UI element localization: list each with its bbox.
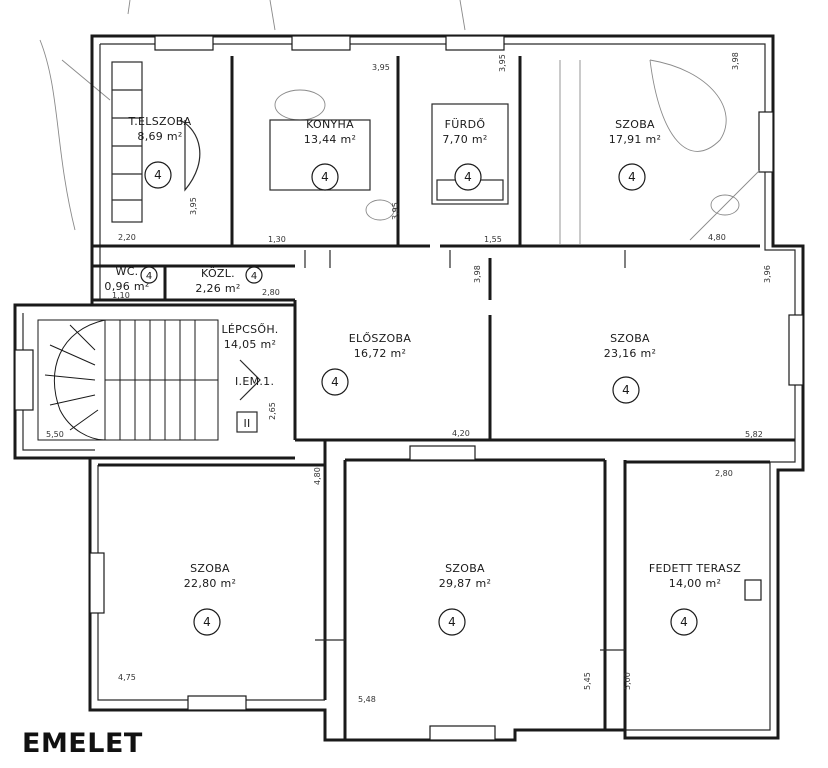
room-mark-number: 4 [146, 271, 152, 282]
room-area: 0,96 m² [104, 280, 149, 293]
dimension-label: 2,80 [715, 469, 733, 478]
room-mark-circle [193, 608, 221, 636]
dimension-label: 4,20 [452, 429, 470, 438]
room-mark-number: 4 [331, 375, 339, 389]
room-name: T.ELSZOBA [128, 115, 192, 128]
dimension-label: 5,45 [583, 672, 592, 690]
room-mark-number: 4 [321, 170, 329, 184]
room-mark-circle [612, 376, 640, 404]
room-area: 8,69 m² [137, 130, 182, 143]
room-name: SZOBA [445, 562, 485, 575]
dimension-label: 1,55 [484, 235, 502, 244]
dimension-label: 2,65 [268, 402, 277, 420]
dimension-label: 3,95 [391, 202, 400, 220]
floor-label: EMELET [22, 728, 143, 759]
room-mark-circle [454, 163, 482, 191]
room-mark-circle [144, 161, 172, 189]
room-mark-circle [140, 266, 158, 284]
room-area: 14,00 m² [669, 577, 722, 590]
room-mark-number: 4 [464, 170, 472, 184]
room-name: SZOBA [610, 332, 650, 345]
dimension-label: 5,48 [358, 695, 376, 704]
windows [14, 35, 804, 741]
window-right-2 [788, 314, 804, 386]
fixtures [111, 59, 761, 245]
room-area: 16,72 m² [354, 347, 407, 360]
dimension-label: 5,50 [46, 430, 64, 439]
dimension-label: 3,98 [473, 265, 482, 283]
dimension-label: 4,75 [118, 673, 136, 682]
room-name: FEDETT TERASZ [649, 562, 741, 575]
room-name: SZOBA [615, 118, 655, 131]
room-area: 13,44 m² [304, 133, 357, 146]
dimension-label: 1,30 [268, 235, 286, 244]
window-bottom-1 [187, 695, 247, 711]
dimension-labels: 3,95 3,95 3,95 3,98 2,20 1,30 3,95 1,55 4,80 2,80… [46, 52, 772, 704]
room-area: 22,80 m² [184, 577, 237, 590]
room-area: 2,26 m² [195, 282, 240, 295]
dimension-label: 2,20 [118, 233, 136, 242]
dimension-label: 3,95 [189, 197, 198, 215]
pencil-sketch-marks [39, 0, 466, 231]
stair-note: I.EM.1. [235, 375, 274, 388]
window-top-3 [445, 35, 505, 51]
room-mark-circle [311, 163, 339, 191]
window-left-bottom [89, 552, 105, 614]
room-area: 14,05 m² [224, 338, 277, 351]
room-mark-circle [618, 163, 646, 191]
room-mark-circle [438, 608, 466, 636]
window-top-2 [291, 35, 351, 51]
dimension-label: 3,95 [372, 63, 390, 72]
room-labels: T.ELSZOBA 8,69 m² 4 KONYHA 13,44 m² 4 FÜRDŐ 7,7… [104, 115, 741, 636]
dimension-label: 2,80 [262, 288, 280, 297]
dimension-label: 5,00 [623, 672, 632, 690]
dimension-label: 3,95 [498, 54, 507, 72]
dimension-label: 4,80 [708, 233, 726, 242]
room-area: 7,70 m² [442, 133, 487, 146]
room-area: 23,16 m² [604, 347, 657, 360]
dimension-label: 1,10 [112, 291, 130, 300]
stair-box-label: II [243, 417, 250, 430]
room-mark-circle [321, 368, 349, 396]
dimension-label: 4,80 [313, 467, 322, 485]
room-name: LÉPCSŐH. [221, 322, 278, 336]
room-name: KONYHA [306, 118, 354, 131]
window-bottom-2 [429, 725, 496, 741]
room-mark-number: 4 [448, 615, 456, 629]
room-mark-number: 4 [251, 271, 257, 282]
room-mark-number: 4 [203, 615, 211, 629]
staircase [37, 319, 261, 441]
room-mark-number: 4 [154, 168, 162, 182]
room-name: FÜRDŐ [445, 117, 486, 131]
room-name: WC. [116, 265, 139, 278]
dimension-label: 5,82 [745, 430, 763, 439]
dimension-label: 3,96 [763, 265, 772, 283]
dimension-label: 3,98 [731, 52, 740, 70]
window-top-1 [154, 35, 214, 51]
room-name: KÖZL. [201, 267, 235, 280]
room-mark-number: 4 [622, 383, 630, 397]
window-right-1 [758, 111, 774, 173]
room-mark-number: 4 [628, 170, 636, 184]
terrace-pillar [744, 579, 762, 601]
room-mark-number: 4 [680, 615, 688, 629]
interior-walls [15, 56, 795, 740]
room-name: ELŐSZOBA [349, 331, 412, 345]
room-name: SZOBA [190, 562, 230, 575]
room-area: 17,91 m² [609, 133, 662, 146]
room-mark-circle [245, 266, 263, 284]
window-stairs [14, 349, 34, 411]
room-area: 29,87 m² [439, 577, 492, 590]
room-mark-circle [670, 608, 698, 636]
door-marks [304, 250, 626, 651]
window-mid [409, 445, 476, 461]
